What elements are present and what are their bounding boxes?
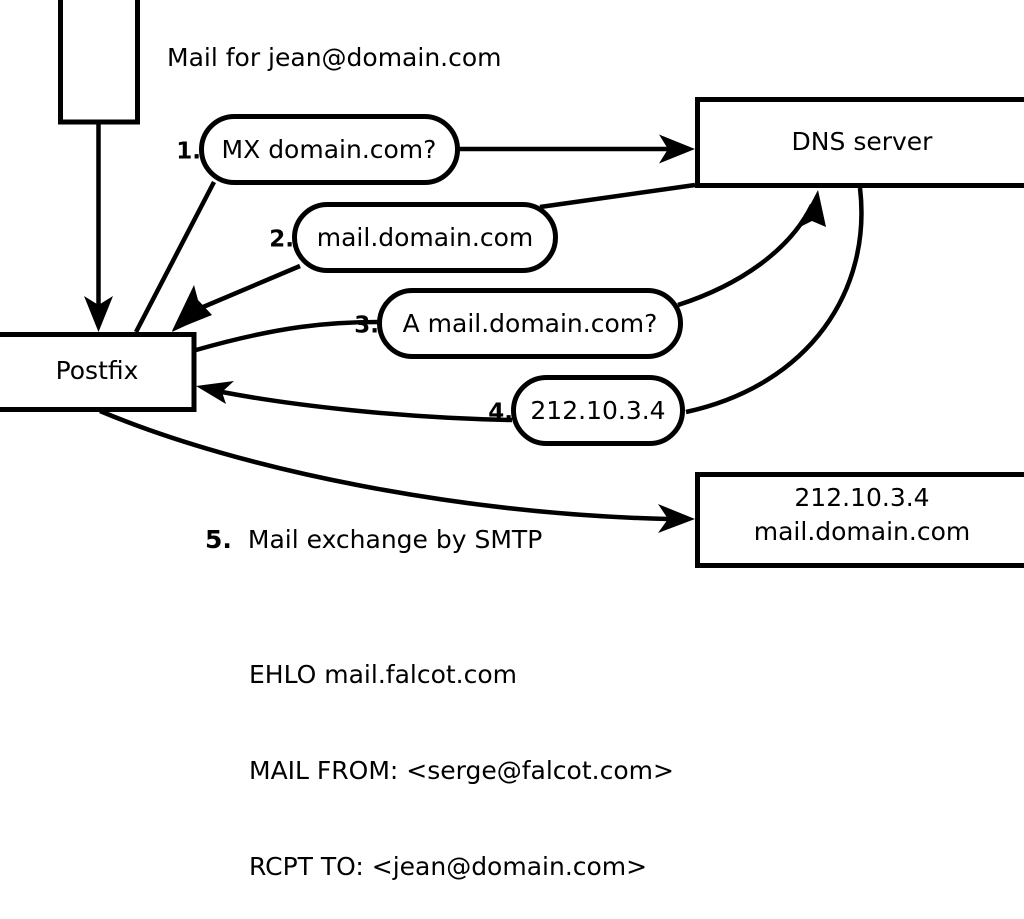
connector-postfix-to-mailserver — [99, 408, 695, 533]
connector-step1-to-dns — [458, 134, 695, 164]
step-2-bubble[interactable]: mail.domain.com — [292, 202, 558, 273]
step-1-bubble[interactable]: MX domain.com? — [199, 114, 460, 185]
step-2-text: mail.domain.com — [317, 223, 533, 252]
mail-for-label: Mail for jean@domain.com — [167, 43, 502, 72]
step-4-text: 212.10.3.4 — [530, 396, 665, 425]
step-5-text: Mail exchange by SMTP — [247, 525, 543, 554]
transcript-line: EHLO mail.falcot.com — [249, 660, 518, 689]
step-2-number: 2. — [269, 227, 294, 253]
connector-step4-to-postfix — [196, 381, 513, 423]
postfix-node[interactable]: Postfix — [0, 332, 197, 412]
dns-server-label: DNS server — [792, 127, 934, 156]
smtp-transcript: EHLO mail.falcot.com MAIL FROM: <serge@f… — [249, 595, 674, 919]
client-box[interactable] — [58, 0, 140, 125]
dns-server-node[interactable]: DNS server — [695, 97, 1024, 188]
step-1-number: 1. — [176, 139, 201, 165]
connector-postfix-to-step3 — [195, 319, 379, 353]
postfix-label: Postfix — [56, 356, 139, 385]
connector-postfix-to-step1 — [134, 180, 216, 334]
step-4-number: 4. — [488, 400, 513, 426]
transcript-line: MAIL FROM: <serge@falcot.com> — [249, 756, 674, 785]
connector-step2-to-postfix — [172, 263, 301, 332]
step-1-text: MX domain.com? — [222, 135, 437, 164]
step-5-number: 5. — [205, 525, 232, 554]
step-3-bubble[interactable]: A mail.domain.com? — [377, 288, 683, 359]
transcript-line: RCPT TO: <jean@domain.com> — [249, 852, 648, 881]
connector-step3-to-dns — [677, 190, 826, 308]
connector-client-to-postfix — [84, 124, 113, 332]
step-3-number: 3. — [354, 313, 379, 339]
mail-server-ip: 212.10.3.4 — [794, 483, 929, 512]
mail-server-hostname: mail.domain.com — [754, 517, 970, 546]
step-4-bubble[interactable]: 212.10.3.4 — [511, 375, 685, 446]
mail-server-node[interactable]: 212.10.3.4 mail.domain.com — [695, 472, 1024, 568]
connector-dns-to-step2 — [539, 182, 696, 210]
step-3-text: A mail.domain.com? — [403, 309, 658, 338]
step-5-label: 5. Mail exchange by SMTP — [205, 527, 542, 552]
connector-dns-to-step4 — [685, 187, 864, 415]
